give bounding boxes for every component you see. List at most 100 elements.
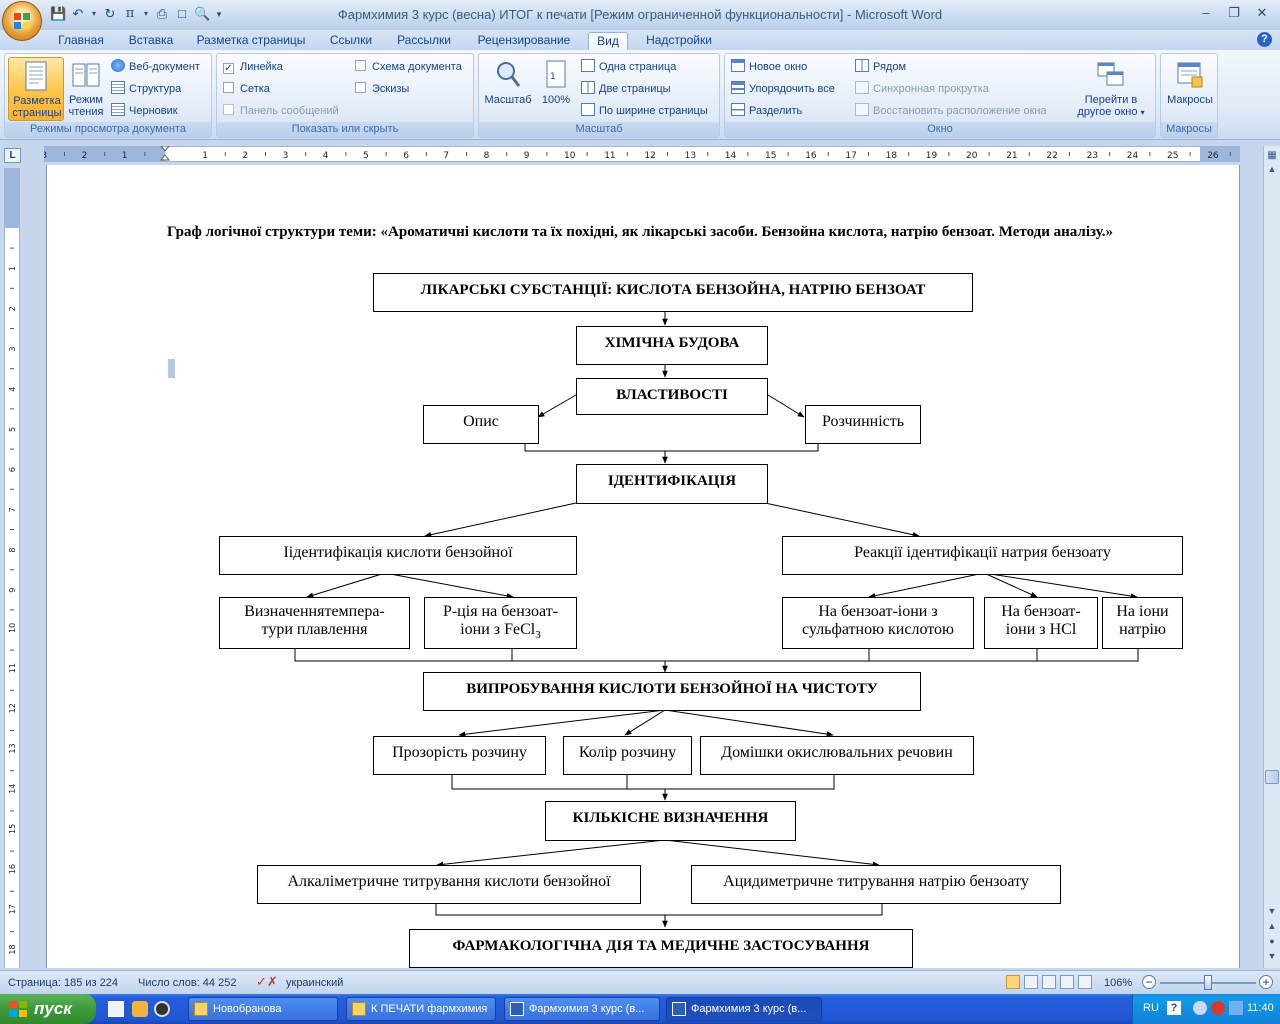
pi-equation-icon[interactable]: π (125, 6, 135, 21)
ruler-tick-label: 1 (202, 151, 208, 161)
grid-checkbox[interactable]: Сетка (223, 80, 270, 98)
print-preview-icon[interactable]: 🔍 (194, 6, 211, 21)
previous-page-icon[interactable]: ▲ (1267, 921, 1277, 931)
tab-insert[interactable]: Вставка (128, 33, 174, 47)
zoom-level[interactable]: 106% (1104, 977, 1133, 989)
tab-addins[interactable]: Надстройки (646, 33, 712, 47)
reset-position-label: Восстановить расположение окна (873, 105, 1047, 117)
side-by-side-button[interactable]: Рядом (855, 58, 906, 76)
media-player-icon[interactable] (154, 1001, 170, 1017)
view-reading-icon[interactable] (1024, 975, 1038, 989)
browse-object-icon[interactable]: ● (1269, 936, 1275, 946)
arrange-all-button[interactable]: Упорядочить все (731, 80, 835, 98)
taskbar-item-word-2[interactable]: Фармхимия 3 курс (в... (666, 997, 822, 1021)
show-desktop-icon[interactable] (108, 1001, 124, 1017)
word-count[interactable]: Число слов: 44 252 (138, 977, 237, 989)
ruler-tick-label: 18 (886, 151, 898, 161)
taskbar-item-print-folder[interactable]: К ПЕЧАТИ фармхимия (346, 997, 496, 1021)
quicklaunch-app-icon[interactable] (132, 1001, 148, 1017)
help-icon[interactable]: ? (1257, 32, 1272, 47)
zoom-in-icon[interactable]: + (1259, 975, 1273, 989)
dropdown-arrow-icon[interactable]: ▾ (143, 9, 148, 18)
tab-references[interactable]: Ссылки (329, 33, 373, 47)
switch-windows-button[interactable]: Перейти в другое окно ▾ (1071, 57, 1151, 121)
customize-qat-icon[interactable]: ▾ (216, 9, 222, 19)
office-button[interactable] (2, 1, 42, 41)
page-icon[interactable]: □ (178, 6, 186, 21)
windows-taskbar: пуск Новобранова К ПЕЧАТИ фармхимия Фарм… (0, 994, 1280, 1024)
page-counter[interactable]: Страница: 185 из 224 (8, 977, 118, 989)
document-page[interactable]: Граф логічної структури теми: «Ароматичн… (46, 165, 1240, 968)
zoom-button[interactable]: Масштаб (481, 57, 535, 121)
view-page-layout-icon[interactable] (1006, 975, 1020, 989)
tab-page-layout[interactable]: Разметка страницы (196, 33, 306, 47)
save-icon[interactable]: 💾 (50, 6, 67, 21)
node-chemical-structure: ХІМІЧНА БУДОВА (576, 326, 768, 365)
flowchart-connectors (294, 311, 1139, 928)
ruler-tick-label: 26 (1207, 151, 1219, 161)
top-margin (5, 168, 19, 228)
page-width-icon (581, 103, 595, 116)
next-page-icon[interactable]: ▼ (1267, 951, 1277, 961)
node-melting-point-line-2: тури плавлення (261, 621, 368, 638)
node-color: Колір розчину (563, 736, 692, 775)
web-layout-button[interactable]: Веб-документ (111, 58, 200, 76)
vertical-scrollbar[interactable]: ▦ ▲ ▼ ▲ ● ▼ (1263, 146, 1280, 968)
two-pages-button[interactable]: Две страницы (581, 80, 671, 98)
ruler-tick-label: 1 (122, 151, 128, 161)
help-tray-icon[interactable]: ? (1167, 1001, 1181, 1015)
undo-icon[interactable]: ↶ (72, 6, 84, 21)
page-width-button[interactable]: По ширине страницы (581, 102, 708, 120)
new-window-button[interactable]: Новое окно (731, 58, 807, 76)
reset-position-button[interactable]: Восстановить расположение окна (855, 102, 1047, 120)
spellcheck-icon[interactable]: ✓✗ (256, 974, 278, 989)
ruler-tick-label: 2 (8, 306, 17, 311)
minimize-icon[interactable]: – (1202, 5, 1210, 20)
one-page-button[interactable]: Одна страница (581, 58, 676, 76)
view-draft-icon[interactable] (1078, 975, 1092, 989)
indent-marker-icon[interactable] (160, 146, 170, 162)
language-bar[interactable]: RU (1143, 1002, 1159, 1014)
node-oxidizing-impurities: Домішки окислювальних речовин (700, 736, 974, 775)
zoom-100-button[interactable]: 1 100% (537, 57, 575, 121)
doc-map-checkbox[interactable]: Схема документа (355, 58, 462, 76)
zoom-slider-thumb[interactable] (1204, 975, 1212, 990)
message-bar-checkbox[interactable]: Панель сообщений (223, 102, 339, 120)
view-web-icon[interactable] (1042, 975, 1056, 989)
draft-button[interactable]: Черновик (111, 102, 178, 120)
language-indicator[interactable]: украинский (286, 977, 344, 989)
tab-review[interactable]: Рецензирование (477, 33, 571, 47)
taskbar-item-novobranova[interactable]: Новобранова (188, 997, 338, 1021)
zoom-out-icon[interactable]: − (1142, 975, 1156, 989)
checkbox-icon (223, 104, 234, 115)
thumbnails-checkbox[interactable]: Эскизы (355, 80, 409, 98)
start-button[interactable]: пуск (0, 994, 96, 1024)
dropdown-arrow-icon[interactable]: ▾ (91, 9, 96, 18)
view-outline-icon[interactable] (1060, 975, 1074, 989)
redo-icon[interactable]: ↻ (104, 6, 116, 21)
taskbar-item-word-1[interactable]: Фармхимия 3 курс (в... (504, 997, 660, 1021)
tray-network-icon[interactable] (1193, 1001, 1207, 1015)
tab-home[interactable]: Главная (58, 33, 104, 47)
tab-view[interactable]: Вид (588, 32, 628, 50)
tab-mailings[interactable]: Рассылки (397, 33, 451, 47)
tray-volume-icon[interactable] (1229, 1001, 1243, 1015)
reading-mode-button[interactable]: Режим чтения (66, 57, 106, 121)
scroll-thumb[interactable] (1265, 770, 1279, 784)
tab-selector-icon[interactable]: L (4, 148, 21, 163)
sync-scroll-button[interactable]: Синхронная прокрутка (855, 80, 989, 98)
outline-button[interactable]: Структура (111, 80, 181, 98)
ruler-checkbox[interactable]: ✓Линейка (223, 58, 283, 76)
print-icon[interactable]: ⎙ (156, 6, 168, 21)
tray-antivirus-icon[interactable] (1211, 1001, 1225, 1015)
close-icon[interactable]: ✕ (1256, 5, 1268, 20)
scroll-up-icon[interactable]: ▲ (1267, 164, 1277, 174)
ruler-toggle-icon[interactable]: ▦ (1267, 150, 1277, 161)
restore-icon[interactable]: ❐ (1228, 5, 1240, 20)
macros-button[interactable]: Макросы (1163, 57, 1217, 121)
page-layout-button[interactable]: Разметка страницы (8, 57, 64, 121)
split-button[interactable]: Разделить (731, 102, 802, 120)
scroll-down-icon[interactable]: ▼ (1267, 906, 1277, 916)
